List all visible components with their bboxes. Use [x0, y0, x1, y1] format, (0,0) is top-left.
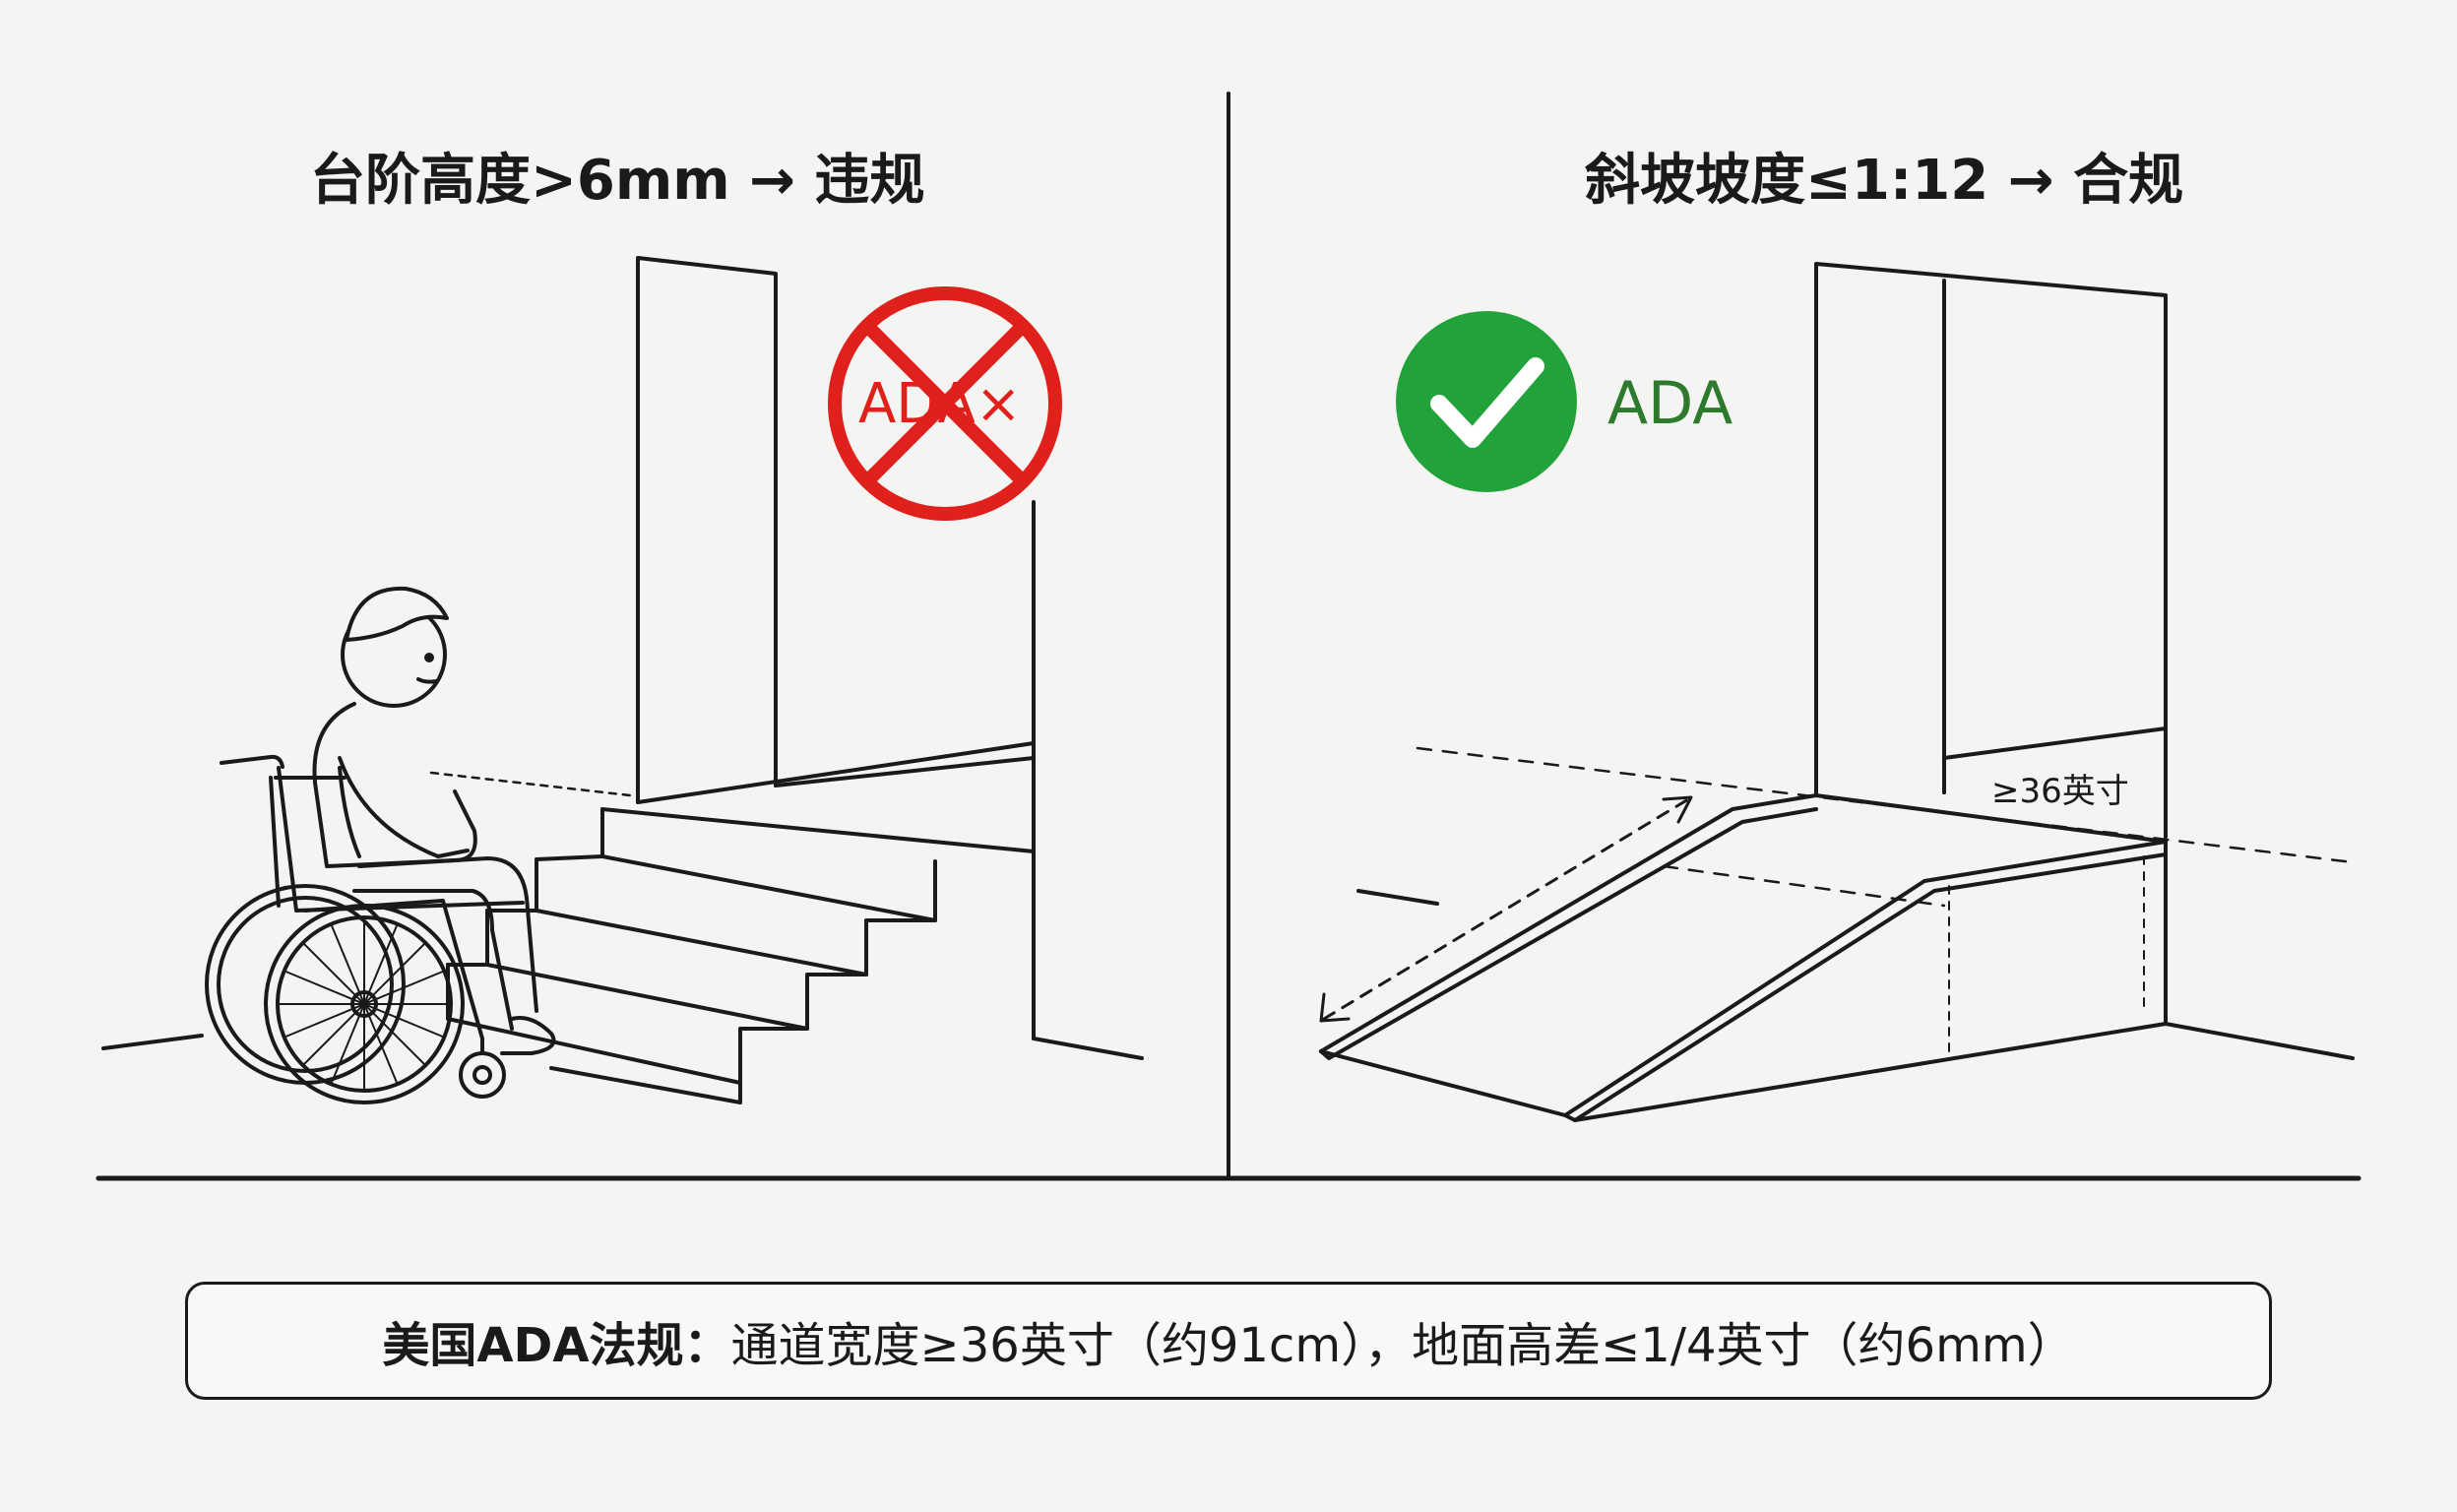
footer-body: 通道宽度≥36英寸（约91cm），地面高差≤1/4英寸（约6mm）	[730, 1318, 2075, 1373]
footer-text: 美国ADA法规：通道宽度≥36英寸（约91cm），地面高差≤1/4英寸（约6mm…	[382, 1306, 2074, 1375]
checkmark-icon	[1396, 311, 1577, 492]
wheelchair-user-icon	[205, 586, 556, 1104]
footer-note: 美国ADA法规：通道宽度≥36英寸（约91cm），地面高差≤1/4英寸（约6mm…	[185, 1282, 2272, 1400]
stairs-illustration	[101, 256, 1144, 1104]
fail-badge-text: ADA	[858, 372, 976, 436]
fail-badge-mark: ×	[975, 372, 1022, 436]
left-panel-title: 台阶高度>6mm → 违规	[310, 149, 925, 213]
ramp-illustration	[1319, 262, 2355, 1122]
prohibited-icon	[828, 286, 1062, 521]
pass-badge-label: ADA	[1607, 369, 1733, 438]
right-panel-title: 斜坡坡度≤1:12 → 合规	[1585, 149, 2184, 213]
width-dimension-label: ≥36英寸	[1991, 772, 2129, 811]
fail-badge-label: ADA×	[858, 372, 1022, 436]
footer-prefix: 美国ADA法规：	[382, 1318, 731, 1373]
